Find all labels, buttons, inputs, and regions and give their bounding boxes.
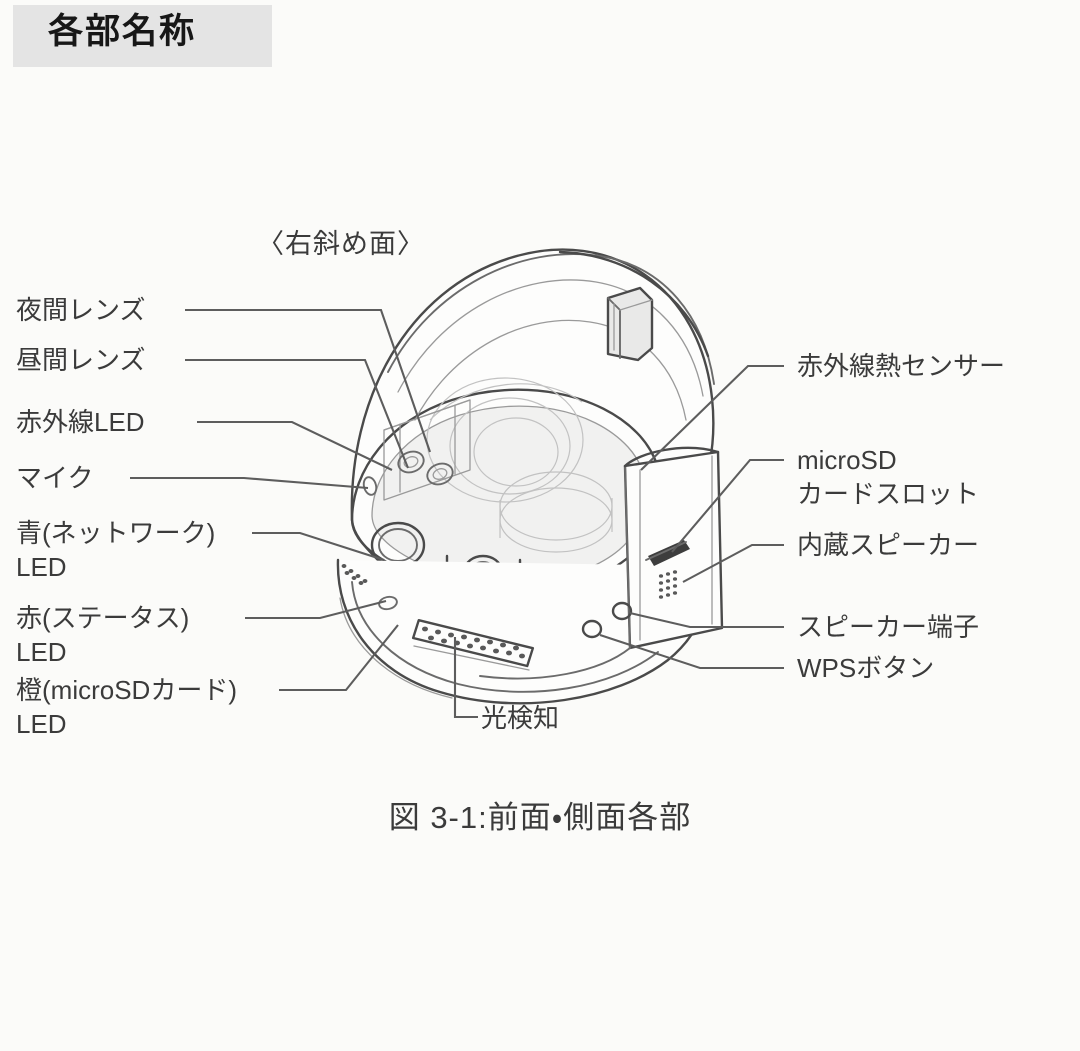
- label-red-status-led-line2: LED: [16, 637, 67, 667]
- led-strip-left: [341, 564, 368, 585]
- page-title: 各部名称: [48, 12, 197, 51]
- label-speaker-terminal: スピーカー端子: [797, 612, 980, 642]
- wps-button-port: [581, 619, 603, 639]
- section-header-banner: [13, 5, 272, 67]
- label-night-lens: 夜間レンズ: [16, 295, 146, 325]
- label-builtin-speaker: 内蔵スピーカー: [797, 530, 980, 560]
- label-orange-sd-led-line2: LED: [16, 709, 67, 739]
- figure-caption: 図 3-1:前面・側面各部: [388, 800, 692, 835]
- label-infrared-led: 赤外線LED: [16, 407, 145, 437]
- label-blue-network-led: 青(ネットワーク): [16, 518, 216, 548]
- label-red-status-led: 赤(ステータス): [16, 603, 190, 633]
- label-light-detection: 光検知: [481, 703, 560, 733]
- speaker-terminal-port: [611, 601, 633, 621]
- side-speaker-grille: [658, 570, 678, 599]
- label-microphone: マイク: [16, 463, 94, 493]
- view-annotation: 〈右斜め面〉: [257, 229, 425, 259]
- label-microsd-card-slot: microSD: [797, 445, 897, 475]
- label-blue-network-led-line2: LED: [16, 552, 67, 582]
- label-wps-button: WPSボタン: [797, 653, 935, 683]
- label-infrared-heat-sensor: 赤外線熱センサー: [797, 351, 1006, 381]
- label-microsd-card-slot-line2: カードスロット: [797, 479, 980, 509]
- label-orange-sd-led: 橙(microSDカード): [16, 675, 237, 705]
- label-day-lens: 昼間レンズ: [16, 345, 146, 375]
